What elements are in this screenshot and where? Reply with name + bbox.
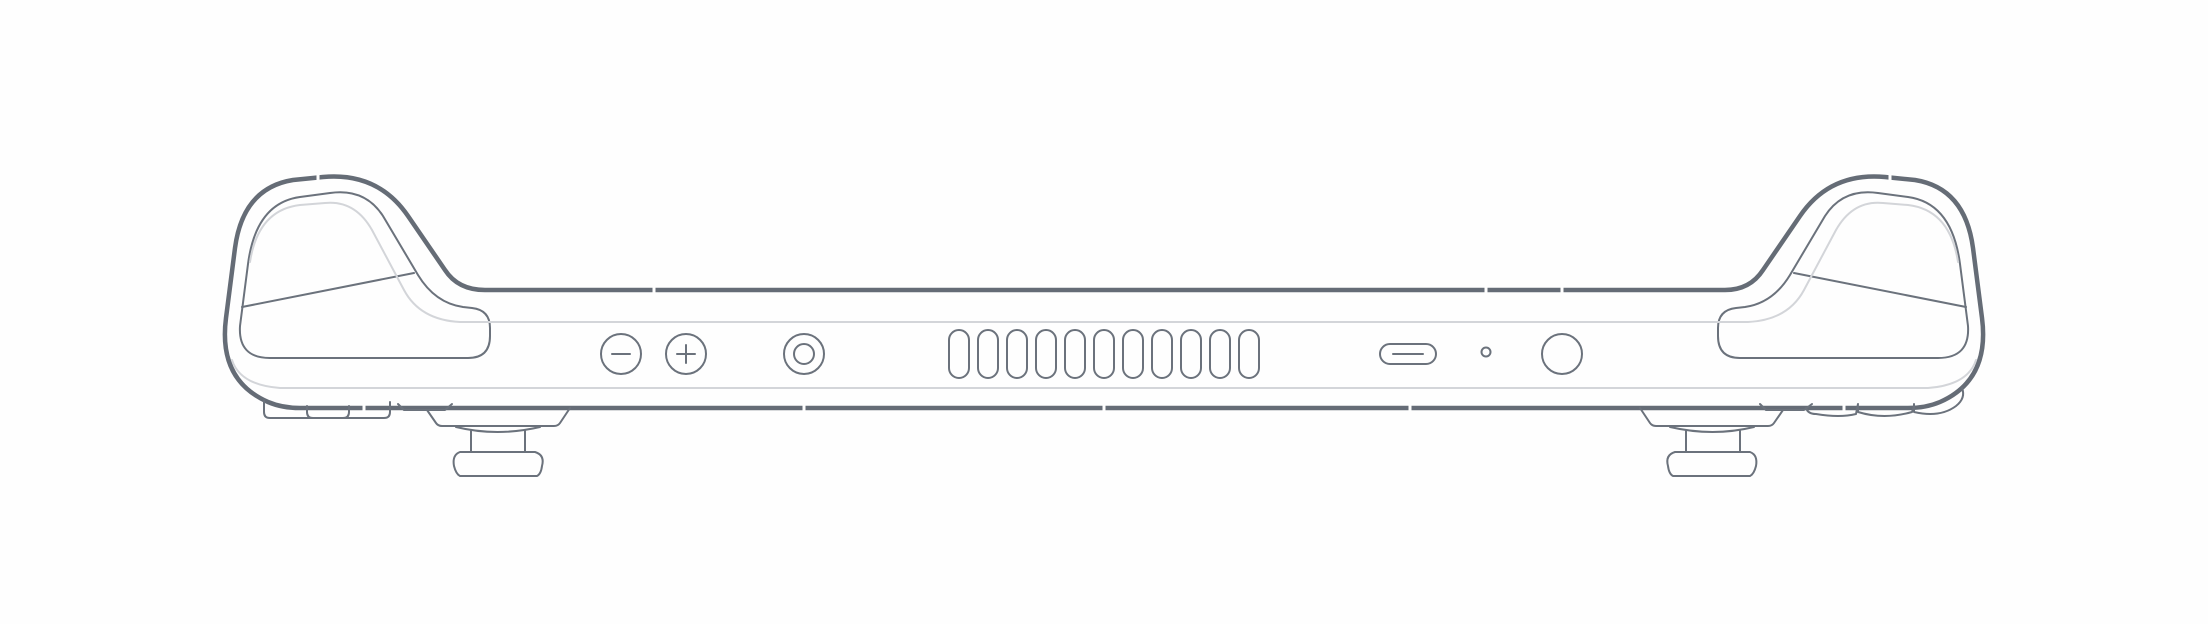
power-button[interactable]	[1541, 333, 1583, 375]
left-bumper[interactable]	[263, 399, 391, 419]
face-outline	[238, 191, 491, 359]
vent-slot	[1093, 329, 1115, 379]
vent-slot	[1064, 329, 1086, 379]
shoulder-line-right	[1793, 272, 1967, 308]
vent-slot	[948, 329, 970, 379]
headphone-jack[interactable]	[783, 333, 825, 375]
left-rail-clip	[397, 403, 453, 411]
light-bottom-line	[231, 359, 1977, 389]
shoulder-line-left	[241, 272, 415, 308]
vent-slot	[1209, 329, 1231, 379]
headphone-jack-icon	[793, 343, 815, 365]
right-rail-clip	[1759, 403, 1813, 411]
vent-grille	[948, 329, 1260, 379]
minus-button[interactable]	[600, 333, 642, 375]
vent-slot	[1122, 329, 1144, 379]
vent-slot	[1035, 329, 1057, 379]
vent-slot	[1006, 329, 1028, 379]
vent-slot	[1180, 329, 1202, 379]
light-contour-left	[249, 201, 1959, 323]
vent-slot	[1238, 329, 1260, 379]
vent-slot	[1151, 329, 1173, 379]
plus-icon	[676, 344, 696, 364]
vent-slot	[977, 329, 999, 379]
plus-button[interactable]	[665, 333, 707, 375]
right-trigger[interactable]	[1639, 407, 1784, 477]
right-bumper[interactable]	[1805, 387, 1965, 417]
left-trigger[interactable]	[426, 407, 571, 477]
led-dot-icon	[1480, 346, 1492, 358]
usb-c-port[interactable]	[1379, 343, 1437, 365]
body-outline	[222, 174, 1986, 411]
power-button-icon	[1541, 333, 1583, 375]
face-outline-right	[1717, 191, 1970, 359]
